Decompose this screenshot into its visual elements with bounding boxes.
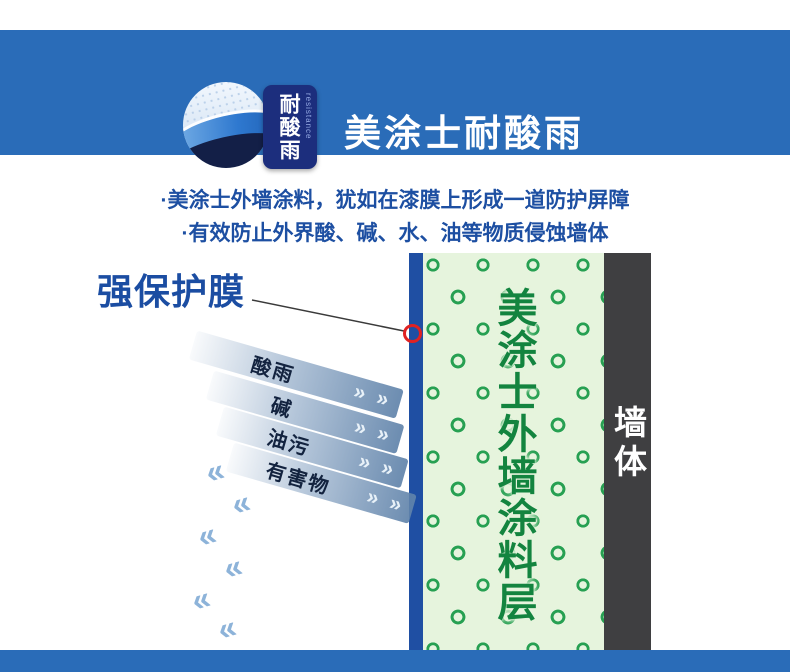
wall-strip: 墙体 [604, 253, 651, 650]
coating-layer-panel: 美涂士外墙涂料层 [423, 253, 604, 650]
intro-line-1: ·美涂士外墙涂料，犹如在漆膜上形成一道防护屏障 [160, 189, 630, 212]
chevron-left-icon: « [213, 608, 241, 648]
chevron-glyph: » [378, 455, 397, 482]
footer-band [0, 650, 790, 672]
chevron-right-icon: » » [351, 380, 403, 416]
chevron-left-icon: « [193, 515, 221, 555]
header-banner: 耐酸雨 resistance 美涂士耐酸雨 [0, 30, 790, 169]
badge-label: 耐酸雨 [277, 92, 300, 162]
chevron-left-icon: « [187, 579, 215, 619]
protective-film-strip [409, 253, 423, 650]
intro-line-2: ·有效防止外界酸、碱、水、油等物质侵蚀墙体 [181, 222, 609, 245]
paint-layers-icon [183, 82, 269, 168]
page-title: 美涂士耐酸雨 [344, 113, 584, 154]
coating-layer-label: 美涂士外墙涂料层 [491, 287, 536, 623]
wall-label: 墙体 [609, 405, 647, 483]
chevron-left-icon: « [219, 547, 247, 587]
chevron-left-icon: « [201, 451, 229, 491]
protective-film-label: 强保护膜 [97, 271, 246, 312]
chevron-left-icon: « [227, 483, 255, 523]
chevron-glyph: » [374, 421, 393, 447]
film-marker-ring [403, 324, 422, 343]
badge-side-label: resistance [304, 93, 313, 140]
chevron-glyph: » [373, 386, 392, 412]
acid-rain-badge: 耐酸雨 resistance [263, 85, 317, 169]
chevron-glyph: » [386, 491, 405, 517]
